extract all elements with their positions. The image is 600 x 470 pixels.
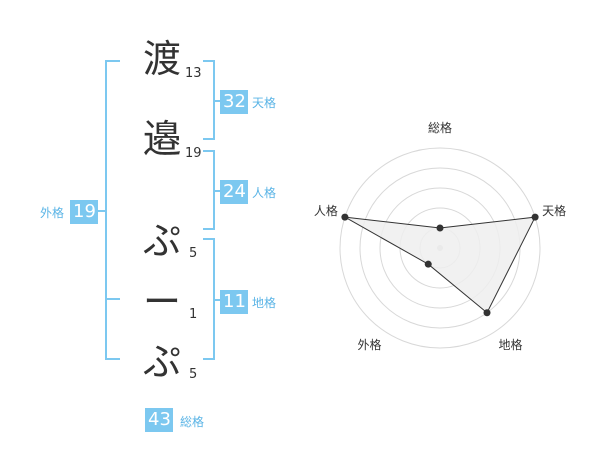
jinkaku-connector: [214, 190, 221, 192]
gaikaku-badge: 19: [70, 200, 98, 224]
radar-grid-ring: [339, 147, 541, 349]
jinkaku-badge: 24: [220, 180, 248, 204]
stroke-count-5: 5: [189, 367, 198, 382]
radar-data-point: [436, 224, 444, 232]
stroke-count-4: 1: [189, 307, 198, 322]
jinkaku-label: 人格: [252, 186, 277, 200]
radar-axis-label: 天格: [542, 203, 566, 218]
name-char-4: ー: [143, 280, 182, 324]
radar-data-area: [344, 216, 536, 314]
name-char-2: 邉: [143, 117, 182, 161]
gaikaku-split-line: [105, 298, 120, 300]
chikaku-connector: [214, 299, 221, 301]
gaikaku-connector: [98, 210, 106, 212]
name-char-3: ぷ: [143, 219, 182, 263]
soukaku-badge: 43: [145, 408, 173, 432]
tenkaku-label: 天格: [252, 96, 277, 110]
radar-data-point: [341, 213, 349, 221]
radar-axis-label: 人格: [314, 203, 338, 218]
stroke-count-1: 13: [185, 66, 202, 81]
radar-axis-label: 総格: [428, 120, 452, 135]
radar-axis-label: 地格: [499, 337, 523, 352]
chikaku-badge: 11: [220, 290, 248, 314]
radar-data-point: [424, 260, 432, 268]
tenkaku-connector: [214, 100, 221, 102]
tenkaku-badge: 32: [220, 90, 248, 114]
name-char-1: 渡: [143, 37, 182, 81]
radar-data-point: [531, 213, 539, 221]
stroke-count-2: 19: [185, 146, 202, 161]
name-char-5: ぷ: [143, 340, 182, 384]
soukaku-label: 総格: [180, 415, 205, 429]
gaikaku-bracket: [105, 60, 120, 360]
radar-data-point: [483, 309, 491, 317]
stroke-count-3: 5: [189, 246, 198, 261]
chikaku-label: 地格: [252, 296, 277, 310]
gaikaku-label: 外格: [40, 206, 65, 220]
radar-axis-label: 外格: [357, 337, 381, 352]
